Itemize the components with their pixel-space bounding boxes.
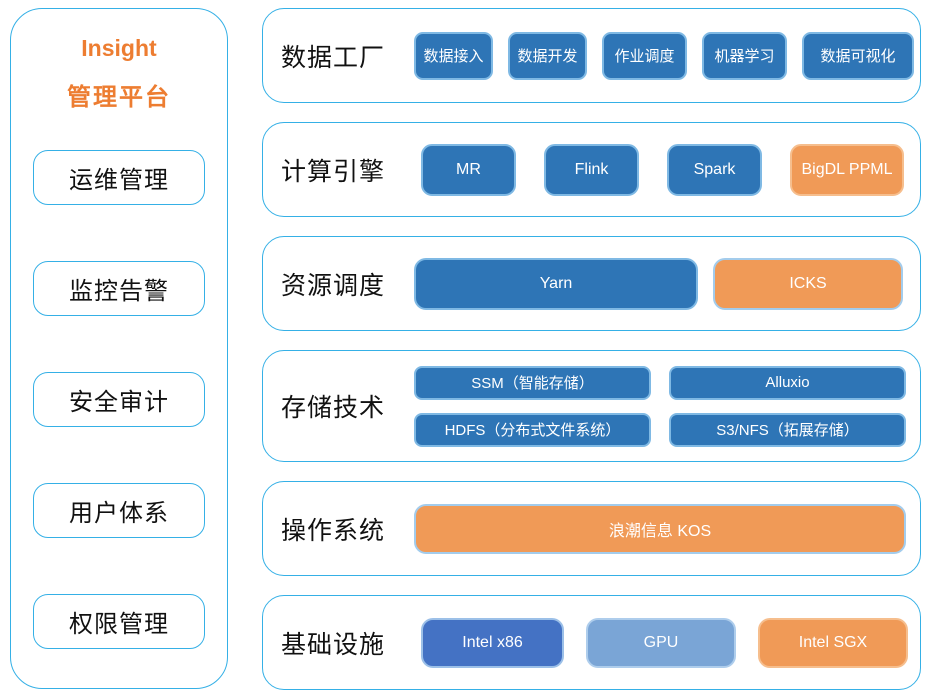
layer-label: 资源调度 [281,271,386,300]
component-chip: SSM（智能存储） [414,365,651,400]
layer-data-factory: 数据工厂数据接入数据开发作业调度机器学习数据可视化 [262,8,921,103]
component-chip: 作业调度 [602,31,687,80]
layer-label: 计算引擎 [281,157,386,186]
sidebar-item-ops-management: 运维管理 [33,150,205,205]
layer-chips: Intel x86 GPU Intel SGX [421,617,908,668]
platform-title-line2: 管理平台 [67,84,171,111]
component-chip: Yarn [414,257,698,310]
component-chip: 数据可视化 [802,31,914,80]
sidebar-item-monitoring-alerts: 监控告警 [33,261,205,316]
layer-chips: 浪潮信息 KOS [414,503,906,554]
component-chip: BigDL PPML [790,143,904,196]
component-chip: 数据接入 [414,31,493,80]
layer-label: 存储技术 [281,394,386,422]
component-chip: Alluxio [669,365,906,400]
layer-resource-scheduling: 资源调度 Yarn ICKS [262,236,921,331]
component-chip: ICKS [713,257,903,310]
layer-label: 操作系统 [281,516,386,545]
insight-platform-panel: Insight 管理平台 运维管理监控告警安全审计用户体系权限管理 [10,8,228,689]
component-chip: MR [421,143,516,196]
layer-chips: 数据接入数据开发作业调度机器学习数据可视化 [414,31,914,80]
layers-stack: 数据工厂数据接入数据开发作业调度机器学习数据可视化计算引擎 MR Flink Spar… [262,8,921,690]
component-chip: Spark [667,143,762,196]
layer-chips: MR Flink Spark BigDL PPML [421,143,904,196]
sidebar-item-user-system: 用户体系 [33,483,205,538]
layer-chips: Yarn ICKS [414,257,903,310]
component-chip: S3/NFS（拓展存储） [669,412,906,447]
component-chip: HDFS（分布式文件系统） [414,412,651,447]
component-chip: 浪潮信息 KOS [414,503,906,554]
component-chip: Flink [544,143,639,196]
layer-infrastructure: 基础设施 Intel x86 GPU Intel SGX [262,595,921,690]
sidebar-item-permission-management: 权限管理 [33,594,205,649]
sidebar-item-security-audit: 安全审计 [33,372,205,427]
component-chip: Intel x86 [421,617,564,668]
component-chip: 机器学习 [702,31,787,80]
layer-operating-system: 操作系统浪潮信息 KOS [262,481,921,576]
component-chip: GPU [586,617,736,668]
layer-label: 基础设施 [281,630,386,659]
component-chip: Intel SGX [758,617,908,668]
component-chip: 数据开发 [508,31,587,80]
platform-title: Insight 管理平台 [67,35,171,112]
layer-label: 数据工厂 [281,43,386,72]
platform-module-list: 运维管理监控告警安全审计用户体系权限管理 [11,112,227,649]
platform-title-line1: Insight [81,35,157,61]
layer-compute-engine: 计算引擎 MR Flink Spark BigDL PPML [262,122,921,217]
